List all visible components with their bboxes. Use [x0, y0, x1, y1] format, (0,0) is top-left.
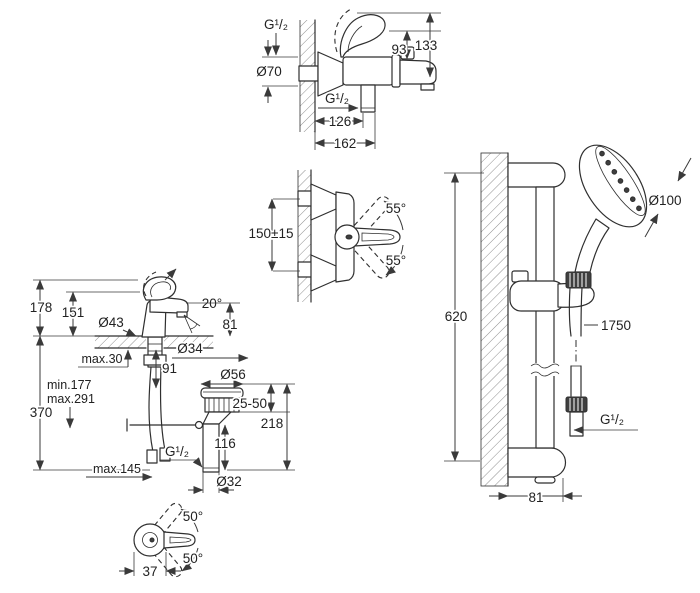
height-133-label: 133 — [415, 38, 438, 53]
rail-bracket-bottom — [507, 447, 567, 478]
reach-label: max.145 — [93, 462, 141, 476]
handset-head — [578, 144, 648, 228]
wall-section — [297, 169, 312, 303]
deck-thickness-label: max.30 — [82, 352, 123, 366]
wall-offset-label: 81 — [528, 490, 543, 505]
handle-angle-up-label: 50° — [183, 509, 203, 524]
handle-width-label: 37 — [142, 564, 157, 579]
handset-grip — [574, 218, 610, 273]
handle-plan — [353, 227, 401, 247]
hose-length-label: 1750 — [601, 318, 631, 333]
handle-lift-outline — [143, 271, 157, 297]
basin-dimensions: 178 151 370 min.177 max.291 max.30 Ø43 2… — [28, 279, 295, 494]
hose-fitting-right — [159, 447, 171, 462]
thread-label-top: G¹/₂ — [264, 17, 288, 32]
spout-height-label: 81 — [222, 317, 237, 332]
handle-plan-dimensions: 50° 50° 37 — [119, 507, 205, 581]
basin-handle-plan-view: 50° 50° 37 — [119, 502, 205, 581]
bath-mixer-front-view: G¹/₂ Ø70 93 133 G¹/₂ 126 162 — [254, 8, 441, 153]
plan-view-dimensions: 55° 55° 150±15 — [247, 198, 408, 272]
flange-diameter-label: Ø56 — [220, 367, 246, 382]
waste-height-label: 218 — [261, 416, 284, 431]
hose-max-label: max.291 — [47, 392, 95, 406]
basin-thread-label: G¹/₂ — [165, 444, 189, 459]
dome-dot — [345, 234, 353, 240]
deck-section — [94, 335, 214, 349]
shower-rail — [530, 186, 560, 449]
slider-lock-knob — [511, 270, 529, 283]
swivel-angle-down-label: 55° — [386, 253, 406, 268]
rail-bracket-top — [507, 162, 566, 188]
height-116-label: 116 — [214, 436, 236, 451]
hose-coupling-top — [565, 271, 592, 289]
waste-neck — [202, 411, 232, 425]
waste-tailpipe — [202, 423, 220, 473]
escutcheon-top — [310, 183, 337, 221]
aerator — [176, 311, 188, 318]
shower-hose — [568, 287, 583, 397]
slider-body — [509, 280, 565, 312]
rail-height-label: 620 — [445, 309, 468, 324]
flex-hose-left — [148, 366, 154, 453]
pop-up-waste — [200, 387, 244, 473]
shower-dimensions: Ø100 620 1750 G¹/₂ 81 — [443, 157, 692, 507]
escutcheon-bottom — [310, 254, 337, 292]
height-93-label: 93 — [391, 42, 406, 57]
wall-section — [480, 152, 509, 487]
hose-outlet-pipe — [360, 84, 376, 113]
deck-adjust-label: 25-50 — [232, 396, 267, 411]
shower-rail-set-view: Ø100 620 1750 G¹/₂ 81 — [443, 144, 692, 507]
handle-raised-outline — [334, 8, 352, 53]
escutcheon — [317, 51, 344, 97]
height-178-label: 178 — [30, 300, 53, 315]
height-151-label: 151 — [62, 305, 85, 320]
pipe-diameter-label: Ø32 — [216, 474, 242, 489]
wall-to-spout-label: 162 — [334, 136, 357, 151]
shower-thread-label: G¹/₂ — [600, 412, 624, 427]
handle-lever — [163, 531, 196, 549]
shank-length-label: 91 — [162, 361, 177, 376]
body-ring — [391, 54, 401, 88]
spout-outlet-lip — [420, 83, 435, 91]
lever-handle — [339, 14, 386, 58]
wall-to-outlet-label: 126 — [329, 114, 352, 129]
flex-hose-right — [159, 366, 166, 451]
water-stream — [183, 314, 201, 334]
escutcheon-diameter-label: Ø70 — [256, 64, 282, 79]
hose-min-label: min.177 — [47, 378, 92, 392]
spout-housing — [399, 59, 437, 85]
handle-dot — [149, 537, 155, 543]
basin-mixer-view: 178 151 370 min.177 max.291 max.30 Ø43 2… — [28, 268, 295, 494]
hole-diameter-label: Ø34 — [177, 341, 203, 356]
union-distance-label: 150±15 — [249, 226, 294, 241]
head-diameter-label: Ø100 — [648, 193, 681, 208]
body-diameter-label: Ø43 — [98, 315, 124, 330]
height-370-label: 370 — [30, 405, 53, 420]
rail-end-cap — [534, 476, 556, 484]
bath-mixer-plan-view: 55° 55° 150±15 — [247, 169, 408, 303]
thread-label-bottom: G¹/₂ — [325, 91, 349, 106]
supply-union — [298, 65, 319, 82]
swivel-angle-up-label: 55° — [386, 201, 406, 216]
pop-up-rod — [126, 418, 204, 432]
hose-coupling-bottom — [565, 396, 588, 437]
front-view-dimensions: G¹/₂ Ø70 93 133 G¹/₂ 126 162 — [254, 12, 441, 153]
hose-fitting-left — [146, 449, 158, 464]
handle-angle-down-label: 50° — [183, 551, 203, 566]
mixer-body — [342, 56, 394, 86]
spout-angle-label: 20° — [202, 296, 222, 311]
